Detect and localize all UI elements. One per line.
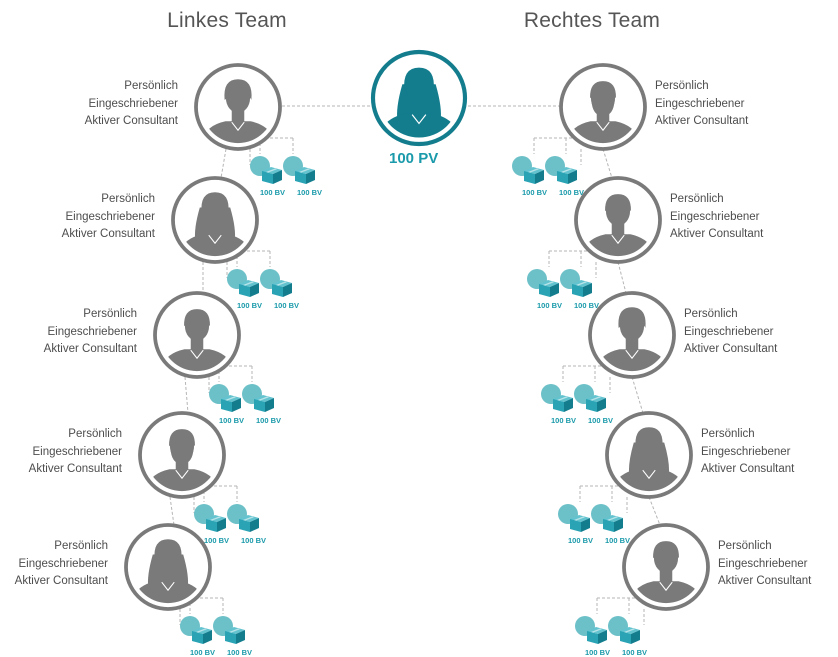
right-consultant-avatar <box>605 411 693 499</box>
consultant-label-line: Aktiver Consultant <box>684 343 778 355</box>
consultant-label-line: Eingeschriebener <box>718 557 808 570</box>
product-box-icon <box>225 627 245 644</box>
right-chain-line <box>631 376 644 414</box>
consultant-label-line: Aktiver Consultant <box>701 463 795 475</box>
product-box-icon <box>295 167 315 184</box>
bv-label: 100 BV <box>219 416 245 425</box>
bv-label: 100 BV <box>256 416 282 425</box>
bv-label: 100 BV <box>568 536 594 545</box>
consultant-label-line: Eingeschriebener <box>88 97 178 110</box>
bv-label: 100 BV <box>274 301 300 310</box>
product-box-icon <box>262 167 282 184</box>
product-box-icon <box>221 395 241 412</box>
consultant-label-line: Eingeschriebener <box>65 210 155 223</box>
product-box-icon <box>553 395 573 412</box>
product-box-icon <box>587 627 607 644</box>
right-consultant-avatar <box>622 523 710 611</box>
consultant-label-line: Persönlich <box>54 540 108 552</box>
bv-label: 100 BV <box>241 536 267 545</box>
product-box-icon <box>192 627 212 644</box>
product-box-icon <box>254 395 274 412</box>
consultant-label-line: Eingeschriebener <box>701 445 791 458</box>
product-box-icon <box>603 515 623 532</box>
consultant-label-line: Persönlich <box>124 80 178 92</box>
consultant-label-line: Eingeschriebener <box>670 210 760 223</box>
right-chain-line <box>602 148 613 179</box>
bv-label: 100 BV <box>522 188 548 197</box>
right-team-title: Rechtes Team <box>523 9 661 32</box>
left-consultant-avatar <box>124 523 212 611</box>
consultant-label-line: Aktiver Consultant <box>84 115 178 127</box>
bv-label: 100 BV <box>559 188 585 197</box>
left-team-title: Linkes Team <box>167 9 287 32</box>
bv-label: 100 BV <box>605 536 631 545</box>
left-consultant-avatar <box>171 176 259 264</box>
right-chain-line <box>617 261 627 294</box>
consultant-label-line: Eingeschriebener <box>18 557 108 570</box>
consultant-label-line: Persönlich <box>655 80 709 92</box>
left-chain-line <box>220 148 227 179</box>
left-consultant-avatar <box>138 411 226 499</box>
left-consultant-avatar <box>153 291 241 379</box>
left-chain-line <box>184 376 189 414</box>
bv-label: 100 BV <box>551 416 577 425</box>
consultant-label-line: Persönlich <box>68 428 122 440</box>
consultant-label-line: Aktiver Consultant <box>718 575 812 587</box>
left-chain-line <box>169 496 175 526</box>
consultant-label-line: Aktiver Consultant <box>61 228 155 240</box>
product-box-icon <box>620 627 640 644</box>
consultant-label-line: Aktiver Consultant <box>28 463 122 475</box>
bv-label: 100 BV <box>588 416 614 425</box>
product-box-icon <box>539 280 559 297</box>
bv-label: 100 BV <box>237 301 263 310</box>
consultant-label-line: Persönlich <box>701 428 755 440</box>
consultant-label-line: Persönlich <box>83 308 137 320</box>
consultant-label-line: Eingeschriebener <box>684 325 774 338</box>
center-pv-label: 100 PV <box>389 150 439 167</box>
product-box-icon <box>206 515 226 532</box>
consultant-label-line: Aktiver Consultant <box>655 115 749 127</box>
bv-label: 100 BV <box>574 301 600 310</box>
product-box-icon <box>572 280 592 297</box>
consultant-label-line: Aktiver Consultant <box>43 343 137 355</box>
product-box-icon <box>272 280 292 297</box>
product-box-icon <box>586 395 606 412</box>
right-consultant-avatar <box>559 63 647 151</box>
bv-label: 100 BV <box>204 536 230 545</box>
consultant-label-line: Eingeschriebener <box>655 97 745 110</box>
consultant-label-line: Persönlich <box>684 308 738 320</box>
consultant-label-line: Eingeschriebener <box>47 325 137 338</box>
bv-label: 100 BV <box>537 301 563 310</box>
right-consultant-avatar <box>588 291 676 379</box>
right-consultant-avatar <box>574 176 662 264</box>
product-box-icon <box>239 280 259 297</box>
product-box-icon <box>239 515 259 532</box>
product-box-icon <box>557 167 577 184</box>
bv-label: 100 BV <box>260 188 286 197</box>
left-consultant-avatar <box>194 63 282 151</box>
center-consultant-avatar <box>370 49 468 147</box>
consultant-label-line: Aktiver Consultant <box>670 228 764 240</box>
product-box-icon <box>570 515 590 532</box>
consultant-label-line: Aktiver Consultant <box>14 575 108 587</box>
consultant-label-line: Persönlich <box>718 540 772 552</box>
bv-label: 100 BV <box>297 188 323 197</box>
product-box-icon <box>524 167 544 184</box>
consultant-label-line: Eingeschriebener <box>32 445 122 458</box>
consultant-label-line: Persönlich <box>101 193 155 205</box>
consultant-label-line: Persönlich <box>670 193 724 205</box>
right-chain-line <box>648 496 661 526</box>
